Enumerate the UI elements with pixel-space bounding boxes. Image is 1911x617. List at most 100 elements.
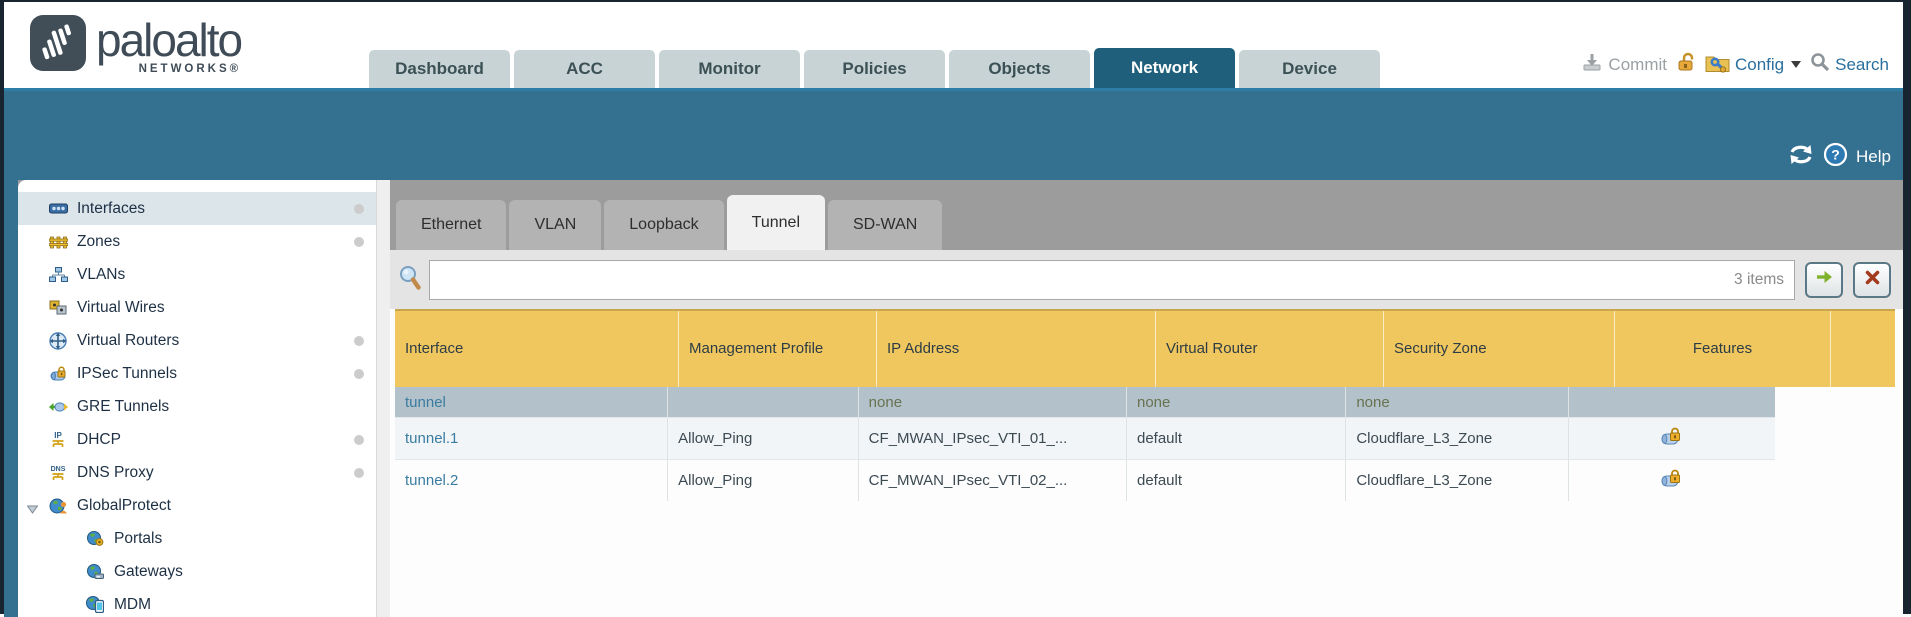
column-header-virtual-router[interactable]: Virtual Router xyxy=(1155,311,1383,387)
subtab-sdwan[interactable]: SD-WAN xyxy=(828,200,943,250)
sidebar-item-label: Virtual Routers xyxy=(77,331,180,349)
interface-link[interactable]: tunnel.1 xyxy=(405,430,459,447)
search-icon xyxy=(1810,52,1830,77)
zones-icon xyxy=(48,234,68,249)
sidebar-item-portals[interactable]: Portals xyxy=(18,522,390,555)
features-cell xyxy=(1567,387,1775,417)
filter-input[interactable]: 3 items xyxy=(429,259,1795,300)
sidebar-item-label: MDM xyxy=(114,595,152,613)
ip-address-cell: CF_MWAN_IPsec_VTI_02_... xyxy=(857,460,1126,501)
sidebar-item-label: IPSec Tunnels xyxy=(77,364,177,382)
sidebar-item-mdm[interactable]: MDM xyxy=(18,588,390,617)
tunnel-grid: Interface Management Profile IP Address … xyxy=(395,309,1895,501)
green-arrow-icon xyxy=(1815,270,1834,289)
dns-proxy-icon: DNS xyxy=(48,464,68,481)
column-header-ip-address[interactable]: IP Address xyxy=(876,311,1155,387)
sidebar-item-gateways[interactable]: Gateways xyxy=(18,555,390,588)
sidebar-item-vlans[interactable]: VLANs xyxy=(18,258,390,291)
sidebar-item-label: Virtual Wires xyxy=(77,298,165,316)
help-icon[interactable]: ? xyxy=(1823,142,1848,172)
status-dot xyxy=(354,467,364,478)
svg-text:IP: IP xyxy=(54,431,62,440)
virtual-wires-icon xyxy=(48,300,68,315)
items-count: 3 items xyxy=(1734,270,1784,288)
apply-filter-button[interactable] xyxy=(1805,261,1843,298)
tab-policies[interactable]: Policies xyxy=(804,50,945,88)
red-x-icon xyxy=(1865,270,1880,290)
sidebar-item-label: Interfaces xyxy=(77,199,146,217)
gateways-icon xyxy=(85,564,105,579)
collapse-triangle-icon[interactable] xyxy=(26,501,39,519)
column-header-security-zone[interactable]: Security Zone xyxy=(1383,311,1614,387)
sidebar-item-label: DHCP xyxy=(77,430,121,448)
search-button[interactable]: Search xyxy=(1810,52,1889,77)
subtab-tunnel[interactable]: Tunnel xyxy=(726,195,825,250)
sidebar-item-zones[interactable]: Zones xyxy=(18,225,390,258)
security-zone-cell: Cloudflare_L3_Zone xyxy=(1345,460,1567,501)
tunnel-pane: 3 items Interface xyxy=(390,250,1903,617)
table-row-tunnel[interactable]: tunnel none none none xyxy=(395,387,1775,417)
mdm-icon xyxy=(85,596,105,613)
status-dot xyxy=(354,434,364,445)
sidebar-item-virtual-routers[interactable]: Virtual Routers xyxy=(18,324,390,357)
header-actions: Commit Config Search xyxy=(1581,51,1889,78)
sidebar-item-label: VLANs xyxy=(77,265,126,283)
sidebar-item-gre-tunnels[interactable]: GRE Tunnels xyxy=(18,390,390,423)
tunnel-lock-icon[interactable] xyxy=(1660,427,1683,450)
clear-filter-button[interactable] xyxy=(1853,261,1891,298)
sidebar-item-dns-proxy[interactable]: DNS DNS Proxy xyxy=(18,456,390,489)
table-row-tunnel-1[interactable]: tunnel.1 Allow_Ping CF_MWAN_IPsec_VTI_01… xyxy=(395,417,1775,459)
interface-link[interactable]: tunnel.2 xyxy=(405,472,459,489)
ip-address-cell: none xyxy=(857,387,1126,417)
ip-address-cell: CF_MWAN_IPsec_VTI_01_... xyxy=(857,418,1126,459)
interface-link[interactable]: tunnel xyxy=(405,393,446,411)
globalprotect-icon xyxy=(48,498,68,514)
commit-button[interactable]: Commit xyxy=(1581,52,1667,77)
virtual-router-cell: default xyxy=(1125,418,1345,459)
paloalto-logo-icon xyxy=(30,15,86,76)
tab-acc[interactable]: ACC xyxy=(514,50,655,88)
help-label[interactable]: Help xyxy=(1856,147,1891,166)
column-header-management-profile[interactable]: Management Profile xyxy=(678,311,876,387)
table-row-tunnel-2[interactable]: tunnel.2 Allow_Ping CF_MWAN_IPsec_VTI_02… xyxy=(395,459,1775,501)
column-header-interface[interactable]: Interface xyxy=(405,340,464,358)
features-cell xyxy=(1567,418,1775,459)
interface-type-tabs: Ethernet VLAN Loopback Tunnel SD-WAN xyxy=(390,180,1903,250)
tunnel-lock-icon[interactable] xyxy=(1660,469,1683,492)
config-menu-button[interactable]: Config xyxy=(1705,52,1802,78)
portals-icon xyxy=(85,531,105,546)
chevron-down-icon xyxy=(1791,61,1802,68)
ipsec-tunnels-icon xyxy=(48,366,68,382)
masthead: paloalto NETWORKS® Dashboard ACC Monitor… xyxy=(4,2,1903,88)
security-zone-cell: none xyxy=(1345,387,1567,417)
tab-monitor[interactable]: Monitor xyxy=(659,50,800,88)
tab-network[interactable]: Network xyxy=(1094,48,1235,88)
refresh-icon[interactable] xyxy=(1787,143,1815,171)
sidebar-item-ipsec-tunnels[interactable]: IPSec Tunnels xyxy=(18,357,390,390)
tab-objects[interactable]: Objects xyxy=(949,50,1090,88)
main-nav-tabs: Dashboard ACC Monitor Policies Objects N… xyxy=(369,48,1380,88)
column-header-filler xyxy=(1830,311,1895,387)
security-zone-cell: Cloudflare_L3_Zone xyxy=(1345,418,1567,459)
sidebar-item-label: Gateways xyxy=(114,562,183,580)
brand-subtitle: NETWORKS® xyxy=(138,63,242,75)
sidebar-item-interfaces[interactable]: Interfaces xyxy=(18,192,390,225)
sidebar-item-label: Portals xyxy=(114,529,163,547)
management-profile-cell: Allow_Ping xyxy=(667,418,858,459)
sidebar-scrollbar[interactable] xyxy=(376,180,390,617)
svg-text:DNS: DNS xyxy=(51,466,66,473)
interfaces-icon xyxy=(48,201,68,216)
dhcp-icon: IP xyxy=(48,431,68,448)
tab-dashboard[interactable]: Dashboard xyxy=(369,50,510,88)
sidebar-item-virtual-wires[interactable]: Virtual Wires xyxy=(18,291,390,324)
sidebar-item-dhcp[interactable]: IP DHCP xyxy=(18,423,390,456)
sidebar-item-globalprotect[interactable]: GlobalProtect xyxy=(18,489,390,522)
lock-icon[interactable] xyxy=(1676,51,1696,78)
tab-device[interactable]: Device xyxy=(1239,50,1380,88)
subtab-loopback[interactable]: Loopback xyxy=(604,200,724,250)
subtab-vlan[interactable]: VLAN xyxy=(509,200,602,250)
column-header-features[interactable]: Features xyxy=(1614,311,1830,387)
subtab-ethernet[interactable]: Ethernet xyxy=(396,200,507,250)
config-icon xyxy=(1705,52,1730,78)
